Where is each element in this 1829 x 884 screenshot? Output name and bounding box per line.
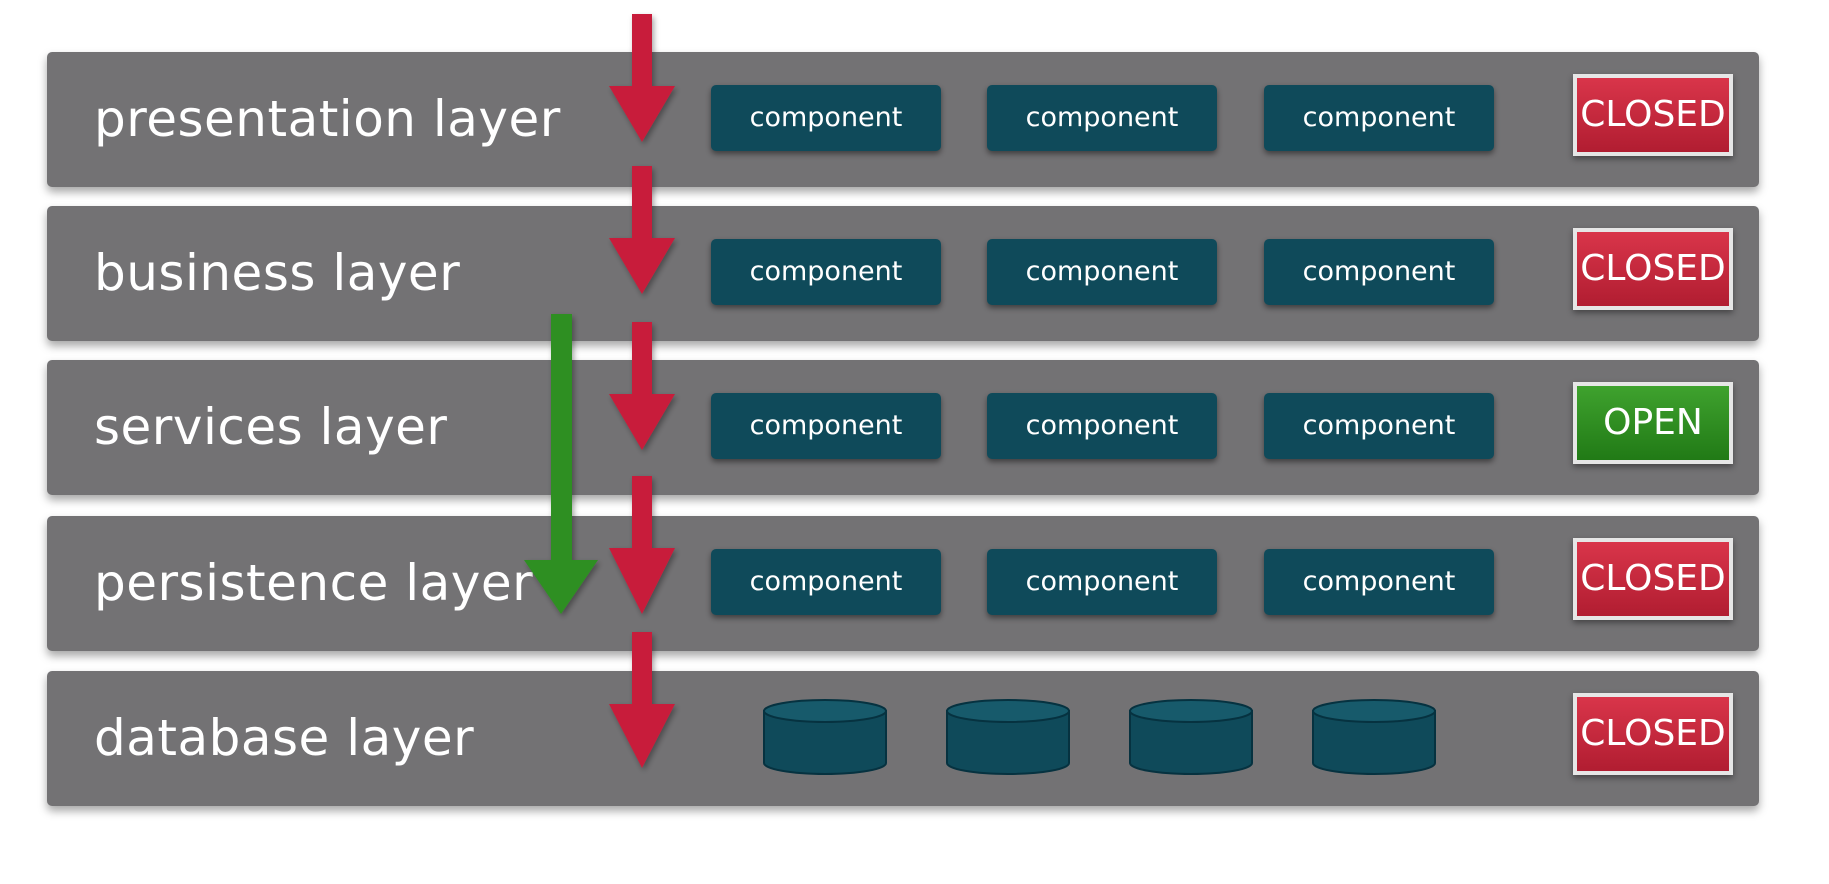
database-cylinder-icon: [946, 699, 1070, 775]
persistence-component-2: component: [987, 549, 1217, 615]
presentation-status-badge: CLOSED: [1573, 74, 1733, 156]
services-component-1: component: [711, 393, 941, 459]
presentation-layer: presentation layer component component c…: [47, 52, 1759, 187]
presentation-component-3: component: [1264, 85, 1494, 151]
presentation-layer-label: presentation layer: [94, 90, 561, 148]
services-status-badge: OPEN: [1573, 382, 1733, 464]
persistence-layer-label: persistence layer: [94, 554, 534, 612]
database-cylinder-icon: [763, 699, 887, 775]
persistence-status-badge: CLOSED: [1573, 538, 1733, 620]
business-component-1: component: [711, 239, 941, 305]
persistence-layer: persistence layer component component co…: [47, 516, 1759, 651]
database-cylinder-icon: [1129, 699, 1253, 775]
presentation-component-2: component: [987, 85, 1217, 151]
persistence-component-1: component: [711, 549, 941, 615]
business-layer: business layer component component compo…: [47, 206, 1759, 341]
business-status-badge: CLOSED: [1573, 228, 1733, 310]
services-layer: services layer component component compo…: [47, 360, 1759, 495]
services-layer-label: services layer: [94, 398, 448, 456]
database-cylinder-icon: [1312, 699, 1436, 775]
business-component-3: component: [1264, 239, 1494, 305]
business-layer-label: business layer: [94, 244, 461, 302]
presentation-component-1: component: [711, 85, 941, 151]
services-component-2: component: [987, 393, 1217, 459]
persistence-component-3: component: [1264, 549, 1494, 615]
database-status-badge: CLOSED: [1573, 693, 1733, 775]
database-layer: database layer CLOSED: [47, 671, 1759, 806]
services-component-3: component: [1264, 393, 1494, 459]
database-layer-label: database layer: [94, 709, 475, 767]
business-component-2: component: [987, 239, 1217, 305]
